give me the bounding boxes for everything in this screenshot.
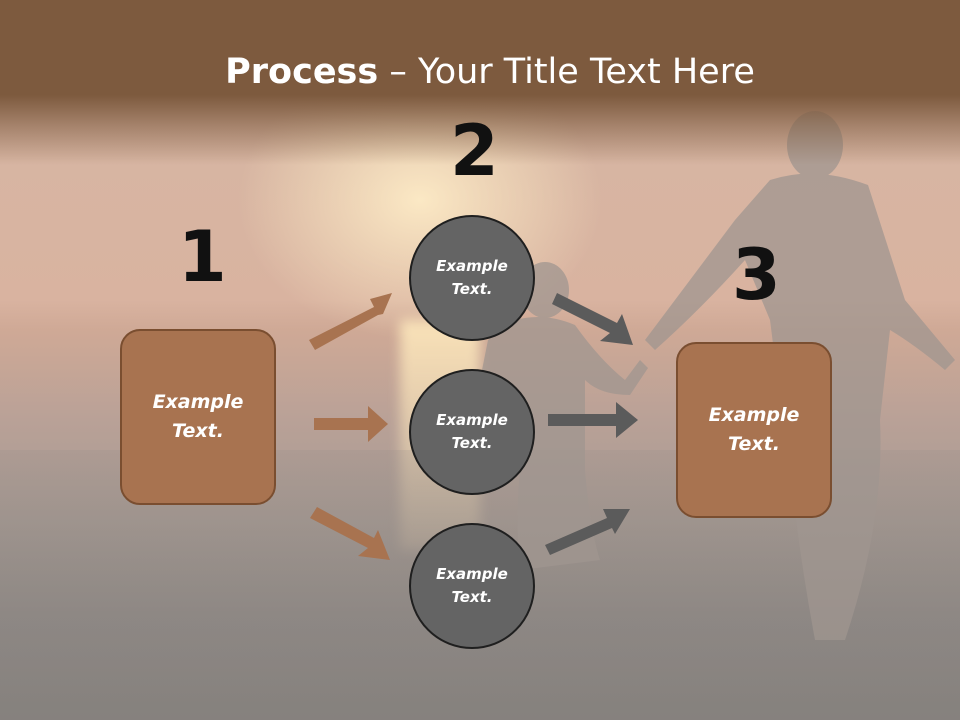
step-3-text: Example Text.: [708, 404, 800, 455]
step-3-box[interactable]: Example Text.: [676, 342, 832, 518]
step-2-circle-bottom-text: Example Text.: [436, 565, 508, 606]
step-2-circle-bottom[interactable]: Example Text.: [409, 523, 535, 649]
step-number-1: 1: [178, 216, 227, 298]
arrow-right-icon: [310, 507, 390, 560]
step-number-3: 3: [732, 234, 781, 316]
arrow-right-icon: [545, 509, 630, 555]
step-2-circle-top-text: Example Text.: [436, 257, 508, 298]
step-1-box[interactable]: Example Text.: [120, 329, 276, 505]
title-band: [0, 0, 960, 170]
step-1-text: Example Text.: [152, 391, 244, 442]
title-bold: Process: [225, 52, 379, 92]
slide-title: Process – Your Title Text Here: [0, 52, 960, 92]
step-2-circle-middle[interactable]: Example Text.: [409, 369, 535, 495]
step-2-circle-top[interactable]: Example Text.: [409, 215, 535, 341]
arrow-right-icon: [309, 293, 392, 350]
arrow-right-icon: [314, 406, 388, 442]
title-rest: – Your Title Text Here: [378, 52, 755, 92]
arrow-right-icon: [548, 402, 638, 438]
step-2-circle-middle-text: Example Text.: [436, 411, 508, 452]
arrow-right-icon: [552, 293, 633, 345]
step-number-2: 2: [450, 110, 499, 192]
